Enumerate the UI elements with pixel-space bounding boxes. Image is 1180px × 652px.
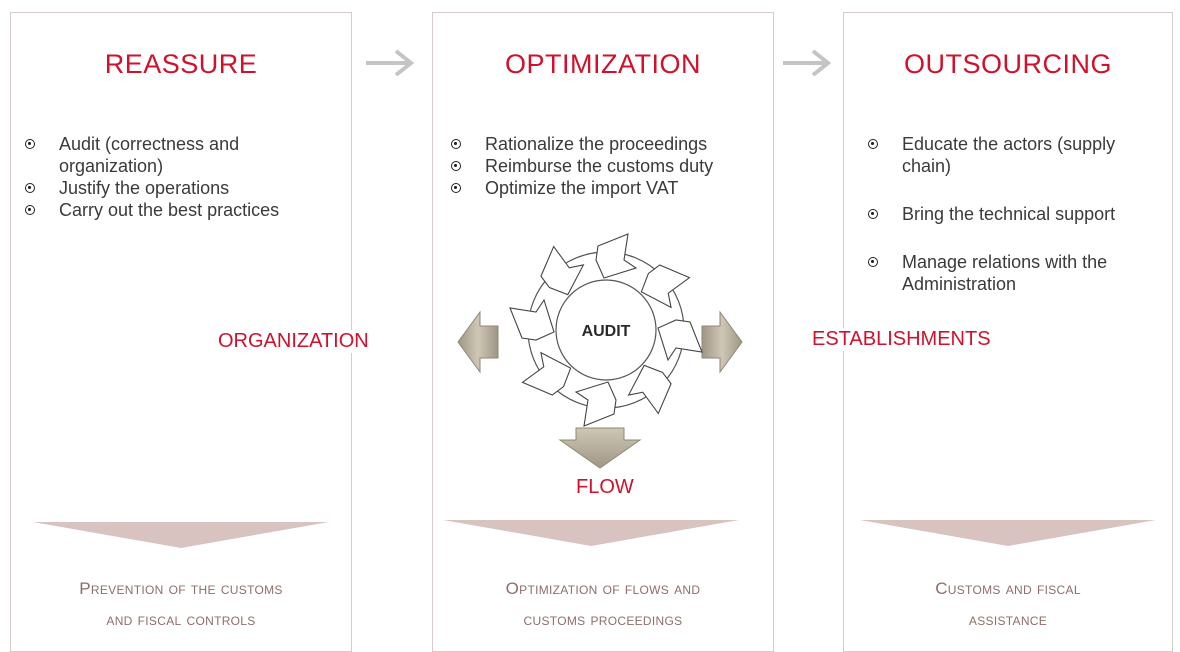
list-item: Audit (correctness and organization) [25, 133, 335, 177]
circle-dot-icon [868, 139, 878, 149]
arrow-right-icon [366, 49, 415, 77]
left-block-arrow [457, 310, 499, 374]
panel-footer: Optimization of flows and customs procee… [505, 579, 701, 629]
down-block-arrow [558, 427, 642, 469]
panel-title: OUTSOURCING [904, 49, 1112, 79]
circle-dot-icon [868, 257, 878, 267]
circle-dot-icon [451, 139, 461, 149]
circle-dot-icon [868, 209, 878, 219]
list-item: Manage relations with the Administration [868, 251, 1168, 295]
bullet-list: Audit (correctness and organization) Jus… [25, 133, 335, 221]
circle-dot-icon [25, 183, 35, 193]
audit-center-label: AUDIT [582, 323, 631, 340]
list-item: Educate the actors (supply chain) [868, 133, 1168, 177]
right-block-arrow [701, 310, 743, 374]
cycle-arrows-icon: AUDIT [509, 233, 703, 427]
list-item: Bring the technical support [868, 203, 1168, 225]
list-item: Justify the operations [25, 177, 335, 199]
audit-cycle-diagram: AUDIT [457, 233, 743, 469]
arrow-right-icon [783, 49, 832, 77]
establishments-label: ESTABLISHMENTS [812, 328, 991, 351]
panel-title: REASSURE [104, 49, 258, 79]
bullet-list: Rationalize the proceedings Reimburse th… [451, 133, 771, 199]
circle-dot-icon [25, 139, 35, 149]
down-triangle-decoration [860, 520, 1156, 546]
list-item: Optimize the import VAT [451, 177, 771, 199]
panel-footer: Customs and fiscal assistance [935, 579, 1081, 629]
list-item: Reimburse the customs duty [451, 155, 771, 177]
list-item: Rationalize the proceedings [451, 133, 771, 155]
panel-footer: Prevention of the customs and fiscal con… [79, 579, 283, 629]
list-item: Carry out the best practices [25, 199, 335, 221]
bullet-list: Educate the actors (supply chain) Bring … [868, 133, 1168, 321]
organization-label: ORGANIZATION [218, 330, 371, 353]
circle-dot-icon [25, 205, 35, 215]
down-triangle-decoration [33, 522, 329, 548]
panel-title: OPTIMIZATION [505, 49, 701, 79]
down-triangle-decoration [443, 520, 739, 546]
circle-dot-icon [451, 183, 461, 193]
flow-label: FLOW [576, 476, 634, 498]
circle-dot-icon [451, 161, 461, 171]
